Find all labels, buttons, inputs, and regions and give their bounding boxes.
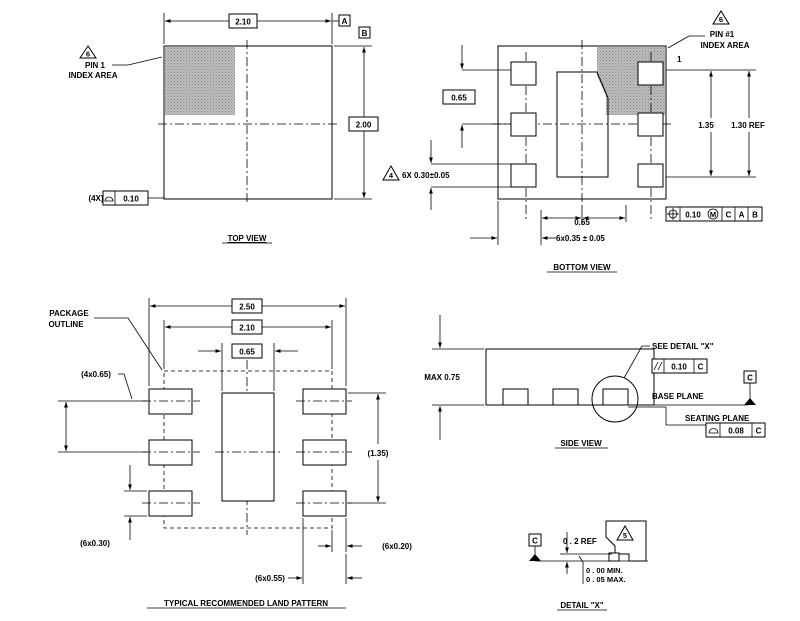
svg-text:0.08: 0.08 [728,427,744,436]
svg-text:M: M [710,210,716,219]
pin-one-marker: 1 [677,55,682,64]
exposed-pad [556,71,609,178]
base-plane-label: BASE PLANE [652,392,704,401]
svg-text:C: C [756,427,762,436]
side-view: MAX 0.75 SEE DETAIL "X" 0.10 C BASE PLAN… [424,315,766,449]
detail-min-label: 0 . 00 MIN. [586,566,623,575]
detail-x-body [605,520,647,562]
land-pattern: 2.50 2.10 0.65 PACKAGE OUTLINE (4x0.65) … [48,298,412,609]
lead-right-1 [637,61,664,86]
detail-datum-c: C [532,537,538,546]
svg-text:6: 6 [719,15,723,24]
land-dim-4x065: (4x0.65) [81,370,111,379]
side-lead-2 [552,388,579,406]
detail-x-circle [591,375,639,423]
svg-text:0.10: 0.10 [123,195,139,204]
land-dim-6x055: (6x0.55) [255,574,285,583]
top-view: 2.10 A 2.00 B 6 PIN 1 INDEX AREA (4X) 0.… [68,13,379,244]
position-fcf: 0.10 M C A B [665,206,763,222]
bottom-dim-130ref: 1.30 REF [731,121,765,130]
pin1-index-label: INDEX AREA [68,71,117,80]
pin1-label: PIN 1 [85,61,106,70]
detail-ref-label: 0 . 2 REF [563,537,597,546]
land-dim-135: (1.35) [368,449,389,458]
land-pad-right-3 [302,490,347,517]
bottom-view-caption: BOTTOM VIEW [553,263,611,272]
lead-right-2 [637,112,664,137]
side-lead-3 [602,388,629,406]
detail-x-caption: DETAIL "X" [560,601,604,610]
lead-left-3 [510,163,537,188]
side-view-caption: SIDE VIEW [560,439,602,448]
bottom-pin1-index-label: INDEX AREA [700,41,749,50]
svg-text:4: 4 [389,171,394,180]
flatness-count: (4X) [88,194,103,203]
bottom-dim-065: 0.65 [451,94,467,103]
land-center-pad [221,392,275,502]
seating-flatness-fcf [705,422,766,438]
detail-max-label: 0 . 05 MAX. [586,575,626,584]
pin1-index-area [165,47,235,115]
package-outline-label: PACKAGE [49,309,89,318]
side-datum-c: C [747,374,753,383]
svg-text:0.10: 0.10 [671,363,687,372]
lead-width-label: 6X 0.30±0.05 [402,171,450,180]
lead-right-3 [637,163,664,188]
bottom-note6-triangle [712,10,730,25]
bottom-pin1-label: PIN #1 [710,30,735,39]
side-lead-1 [502,388,529,406]
package-outline-label-2: OUTLINE [48,320,84,329]
svg-text:B: B [752,211,758,220]
lead-left-1 [510,61,537,86]
svg-text:A: A [739,211,745,220]
bottom-dim-135: 1.35 [698,121,714,130]
svg-text:0.10: 0.10 [685,211,701,220]
dim-200-label: 2.00 [356,121,372,130]
dim-210-label: 2.10 [235,18,251,27]
top-view-body [163,45,333,200]
land-pad-right-2 [302,439,347,466]
land-dim-210: 2.10 [239,324,255,333]
note4-triangle [382,164,400,181]
land-dim-6x030: (6x0.30) [80,539,110,548]
see-detail-label: SEE DETAIL "X" [652,342,714,351]
svg-text:C: C [726,211,732,220]
lead-length-label: 6x0.35 ± 0.05 [556,234,605,243]
land-pad-right-1 [302,388,347,415]
lead-left-2 [510,112,537,137]
land-pad-left-2 [148,439,193,466]
max-height-label: MAX 0.75 [424,373,460,382]
svg-text:5: 5 [623,531,627,540]
land-dim-6x020: (6x0.20) [382,542,412,551]
detail-x: C 0 . 2 REF 5 0 . 00 MIN. 0 . 05 MAX. DE… [528,520,648,611]
note6-triangle [79,45,97,59]
datum-a: A [342,17,348,26]
top-view-caption: TOP VIEW [228,234,267,243]
land-dim-065: 0.65 [239,348,255,357]
land-pad-left-3 [148,490,193,517]
datum-b: B [362,29,368,38]
land-pattern-caption: TYPICAL RECOMMENDED LAND PATTERN [164,599,328,608]
bottom-dim-065-lower: 0.65 [574,218,590,227]
parallelism-fcf [651,358,708,374]
note5-triangle [616,524,634,541]
seating-plane-label: SEATING PLANE [685,414,750,423]
svg-text:C: C [698,363,704,372]
bottom-view: 0.65 4 6X 0.30±0.05 1.35 1.30 REF 6 PIN … [382,10,765,273]
land-dim-250: 2.50 [239,303,255,312]
svg-text:6: 6 [86,50,90,59]
land-pad-left-1 [148,388,193,415]
